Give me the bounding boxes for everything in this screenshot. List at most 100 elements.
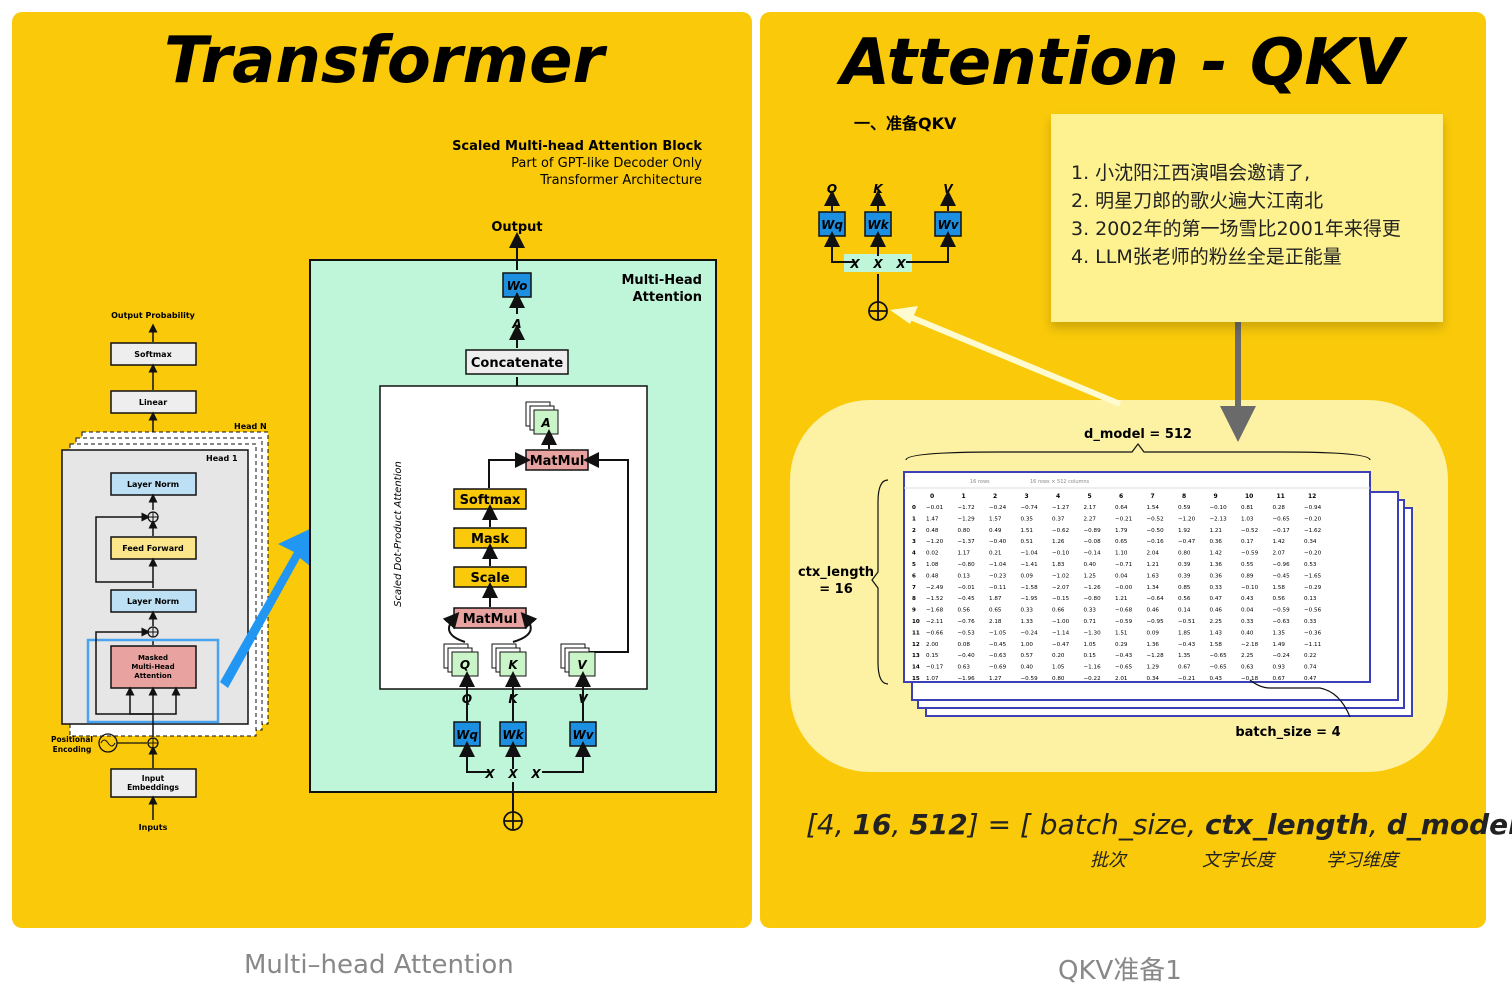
- table-cell: −0.14: [1084, 551, 1102, 557]
- mini-input-emb-1: Input: [142, 774, 165, 783]
- data-table-sheet: [903, 471, 1371, 683]
- table-cell: 14: [912, 665, 920, 671]
- table-cell: 7: [912, 585, 916, 591]
- table-cell: 1.51: [1021, 528, 1034, 534]
- table-cell: −0.76: [958, 619, 976, 625]
- table-cell: −0.00: [1115, 585, 1133, 591]
- table-cell: 0.80: [1178, 551, 1191, 557]
- table-cell: −1.04: [1021, 551, 1039, 557]
- k-matrix: K: [508, 658, 519, 672]
- table-cell: −2.11: [926, 619, 944, 625]
- table-cell: 0.09: [1147, 630, 1160, 636]
- table-cell: −0.43: [1115, 653, 1133, 659]
- table-cell: 2: [912, 528, 916, 534]
- table-cell: 0.39: [1178, 562, 1191, 568]
- table-cell: 0.15: [926, 653, 939, 659]
- wo-box: Wo: [507, 279, 528, 293]
- table-cell: −0.47: [1178, 539, 1196, 545]
- rwk-box: Wk: [867, 218, 889, 232]
- table-cell: −0.89: [1084, 528, 1102, 534]
- table-cell: −1.26: [1084, 585, 1102, 591]
- table-header-cell: 4: [1056, 493, 1060, 500]
- table-cell: 0.20: [1052, 653, 1065, 659]
- table-cell: 0.36: [1210, 539, 1223, 545]
- table-cell: 0.04: [1241, 608, 1254, 614]
- table-cell: 0.34: [1147, 676, 1160, 682]
- table-cell: 0.80: [958, 528, 971, 534]
- qkv-diagram: Attention - QKV 一、准备QKV Q K V Wq Wk Wv X…: [790, 26, 1448, 772]
- table-cell: 0.40: [1084, 562, 1097, 568]
- table-cell: −0.69: [989, 665, 1007, 671]
- table-cell: −0.20: [1304, 551, 1322, 557]
- table-cell: 1.10: [1115, 551, 1128, 557]
- mini-input-emb-2: Embeddings: [127, 783, 179, 792]
- table-cell: −0.24: [1021, 630, 1039, 636]
- table-header-cell: 8: [1182, 493, 1186, 500]
- table-cell: 2.25: [1241, 653, 1254, 659]
- block-subtitle-1: Part of GPT-like Decoder Only: [511, 156, 702, 171]
- sticky-line-1: 1. 小沈阳江西演唱会邀请了,: [1071, 162, 1311, 184]
- table-cell: −0.65: [1273, 516, 1291, 522]
- table-cell: −2.49: [926, 585, 944, 591]
- table-cell: 0.37: [1052, 516, 1065, 522]
- caption-right: QKV准备1: [1058, 956, 1182, 986]
- table-header-cell: 3: [1025, 493, 1029, 500]
- table-cell: 5: [912, 562, 916, 568]
- table-cell: −0.40: [989, 539, 1007, 545]
- sdpa-label: Scaled Dot-Product Attention: [393, 461, 404, 607]
- table-header-cell: 0: [930, 493, 934, 500]
- table-cell: 1.54: [1147, 505, 1160, 511]
- section-title: 一、准备QKV: [854, 114, 957, 133]
- sticky-line-2: 2. 明星刀郎的歌火遍大江南北: [1071, 190, 1324, 212]
- table-cell: −2.18: [1241, 642, 1259, 648]
- block-subtitle-2: Transformer Architecture: [539, 173, 702, 188]
- table-cell: 11: [912, 630, 920, 636]
- table-cell: 0.22: [1304, 653, 1316, 659]
- mini-positional-1: Positional: [51, 735, 93, 744]
- table-cell: 12: [912, 642, 920, 648]
- softmax-box: Softmax: [460, 493, 521, 508]
- table-cell: 0.85: [1178, 585, 1191, 591]
- table-cell: −0.95: [1147, 619, 1165, 625]
- matmul-bottom-box: MatMul: [463, 612, 518, 627]
- table-cell: 0.93: [1273, 665, 1286, 671]
- d-model-label: d_model = 512: [1084, 427, 1192, 442]
- table-cell: 1.17: [958, 551, 971, 557]
- table-cell: 0: [912, 505, 916, 511]
- table-cell: 1.08: [926, 562, 939, 568]
- formula-512: 512: [909, 808, 968, 841]
- table-cell: 1.79: [1115, 528, 1128, 534]
- mini-masked-mha-3: Attention: [134, 672, 171, 680]
- sticky-line-4: 4. LLM张老师的粉丝全是正能量: [1071, 246, 1342, 268]
- table-cell: 1.42: [1273, 539, 1285, 545]
- table-cell: −0.10: [1052, 551, 1070, 557]
- table-cell: 1.00: [1021, 642, 1034, 648]
- table-cell: −0.40: [958, 653, 976, 659]
- table-cell: −0.17: [926, 665, 944, 671]
- table-cell: 0.33: [1084, 608, 1097, 614]
- q-matrix: Q: [460, 658, 470, 672]
- rq-label: Q: [827, 182, 837, 196]
- mini-inputs: Inputs: [139, 823, 168, 832]
- table-cell: 1.51: [1115, 630, 1128, 636]
- table-cell: −0.65: [1210, 665, 1228, 671]
- scale-box: Scale: [470, 571, 509, 586]
- table-cell: 0.56: [1273, 596, 1286, 602]
- table-cell: −1.96: [958, 676, 976, 682]
- table-cell: 1.21: [1210, 528, 1223, 534]
- table-toolbar-cols: 16 rows × 512 columns: [1030, 479, 1090, 485]
- table-cell: 1.83: [1052, 562, 1065, 568]
- table-cell: 0.53: [1304, 562, 1317, 568]
- table-cell: −0.16: [1147, 539, 1165, 545]
- table-cell: −1.16: [1084, 665, 1102, 671]
- table-cell: 1: [912, 516, 916, 522]
- table-cell: 0.64: [1115, 505, 1128, 511]
- table-cell: 1.36: [1147, 642, 1160, 648]
- table-cell: 0.48: [926, 528, 939, 534]
- table-cell: −2.13: [1210, 516, 1228, 522]
- table-cell: −1.20: [926, 539, 944, 545]
- table-cell: 0.46: [1210, 608, 1223, 614]
- formula-part-3: ] = [ batch_size,: [967, 808, 1205, 841]
- rv-label: V: [943, 182, 954, 196]
- table-cell: 1.34: [1147, 585, 1160, 591]
